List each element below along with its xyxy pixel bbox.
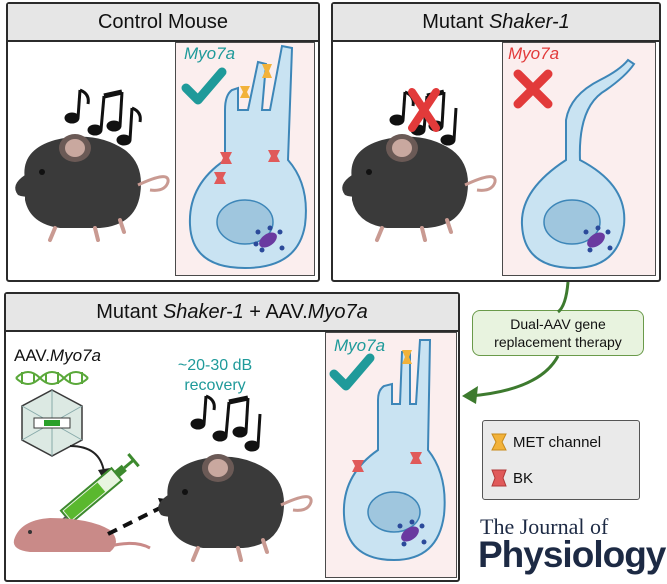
bk-channel-icon — [214, 172, 226, 184]
check-icon — [329, 353, 375, 391]
bk-channel-icon — [491, 469, 507, 487]
treated-hair-cell — [342, 339, 446, 562]
legend-bk: BK — [491, 469, 533, 487]
cross-icon — [408, 88, 440, 132]
cross-icon — [513, 69, 553, 109]
control-panel-title: Control Mouse — [8, 4, 318, 42]
vector-label: AAV.Myo7a — [14, 346, 101, 365]
check-icon — [181, 67, 227, 105]
growth-arrow — [107, 506, 161, 536]
control-mouse — [15, 134, 170, 242]
mutant-mouse — [342, 134, 497, 242]
aav-capsid-icon — [21, 389, 83, 457]
treated-mouse — [158, 454, 313, 562]
legend-box: MET channel BK — [482, 420, 640, 500]
mutant-gene-label: Myo7a — [508, 44, 560, 63]
music-notes-icon — [64, 88, 142, 146]
arrow-head-icon — [462, 386, 478, 404]
bk-channel-icon — [220, 152, 232, 164]
journal-name-line2: Physiology — [478, 534, 666, 575]
mutant-panel-title: Mutant Shaker-1 — [333, 4, 659, 42]
music-notes-icon — [190, 394, 262, 452]
treated-gene-label: Myo7a — [334, 336, 386, 355]
bk-channel-icon — [268, 150, 280, 162]
met-channel-icon — [240, 86, 250, 98]
injection-arrow — [69, 445, 105, 473]
bk-channel-icon — [352, 460, 364, 472]
treated-panel-title: Mutant Shaker-1 + AAV.Myo7a — [6, 294, 458, 332]
recovery-label: ~20-30 dB recovery — [177, 357, 253, 394]
met-channel-icon — [262, 64, 272, 78]
dna-icon — [15, 371, 89, 385]
therapy-arrow — [469, 281, 570, 398]
pup-mouse — [13, 518, 151, 552]
therapy-box: Dual-AAV gene replacement therapy — [472, 310, 644, 356]
bk-channel-icon — [410, 452, 422, 464]
control-hair-cell — [188, 44, 307, 270]
mutant-hair-cell — [520, 58, 636, 270]
legend-met: MET channel — [491, 433, 601, 451]
met-channel-icon — [491, 433, 507, 451]
control-gene-label: Myo7a — [184, 44, 236, 63]
journal-name-line1: The Journal of — [480, 514, 609, 539]
met-channel-icon — [402, 350, 412, 364]
